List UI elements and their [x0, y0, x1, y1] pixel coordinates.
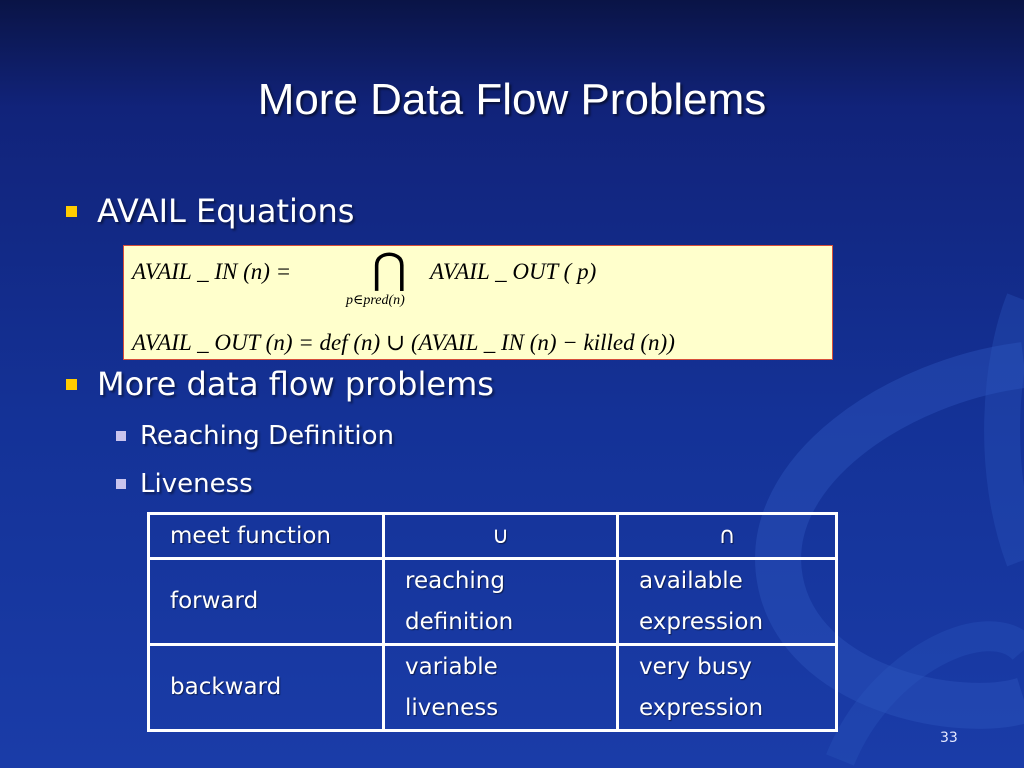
table-cell-line: liveness	[405, 694, 499, 721]
table-row-label: forward	[147, 557, 385, 646]
formula-line1-lhs: AVAIL _ IN (n) =	[132, 259, 292, 284]
formula-line1-subscript: p∈pred(n)	[346, 293, 405, 308]
bullet-text: AVAIL Equations	[97, 192, 355, 230]
avail-equations-box: AVAIL _ IN (n) = ⋂ p∈pred(n) AVAIL _ OUT…	[123, 245, 833, 360]
table-cell-line: reaching	[405, 567, 505, 594]
bullet-square-icon	[66, 205, 77, 217]
table-cell: available expression	[616, 557, 838, 646]
formula-line2: AVAIL _ OUT (n) = def (n) ∪ (AVAIL _ IN …	[132, 330, 675, 355]
table-cell: very busy expression	[616, 643, 838, 732]
table-header-row: meet function ∪ ∩	[147, 512, 838, 560]
slide-title: More Data Flow Problems	[257, 75, 767, 124]
subbullet-square-icon	[116, 431, 126, 441]
table-cell: variable liveness	[382, 643, 619, 732]
subbullet-text: Liveness	[140, 469, 253, 499]
table-cell-line: available	[639, 567, 743, 594]
subbullet-square-icon	[116, 479, 126, 489]
subbullet-reaching-definition: Reaching Definition	[116, 421, 394, 451]
table-cell-line: expression	[639, 694, 764, 721]
bullet-text: More data flow problems	[97, 365, 494, 403]
bullet-square-icon	[66, 378, 77, 390]
table-header-cell: ∩	[616, 512, 838, 560]
table-cell-line: very busy	[639, 653, 752, 680]
table-row: backward variable liveness very busy exp…	[147, 643, 838, 732]
formula-line1-rhs: AVAIL _ OUT ( p)	[430, 259, 597, 284]
table-cell-line: variable	[405, 653, 498, 680]
page-number: 33	[940, 730, 958, 746]
bullet-more-data-flow: More data flow problems	[66, 365, 494, 403]
table-row-label: backward	[147, 643, 385, 732]
table-header-cell: ∪	[382, 512, 619, 560]
subbullet-text: Reaching Definition	[140, 421, 394, 451]
table-cell: reaching definition	[382, 557, 619, 646]
table-row: forward reaching definition available ex…	[147, 557, 838, 646]
subbullet-liveness: Liveness	[116, 469, 253, 499]
table-cell-line: definition	[405, 608, 514, 635]
table-header-cell: meet function	[147, 512, 385, 560]
meet-function-table: meet function ∪ ∩ forward reaching defin…	[147, 512, 838, 732]
intersection-operator: ⋂	[372, 247, 407, 293]
bullet-avail-equations: AVAIL Equations	[66, 192, 354, 230]
table-cell-line: expression	[639, 608, 764, 635]
